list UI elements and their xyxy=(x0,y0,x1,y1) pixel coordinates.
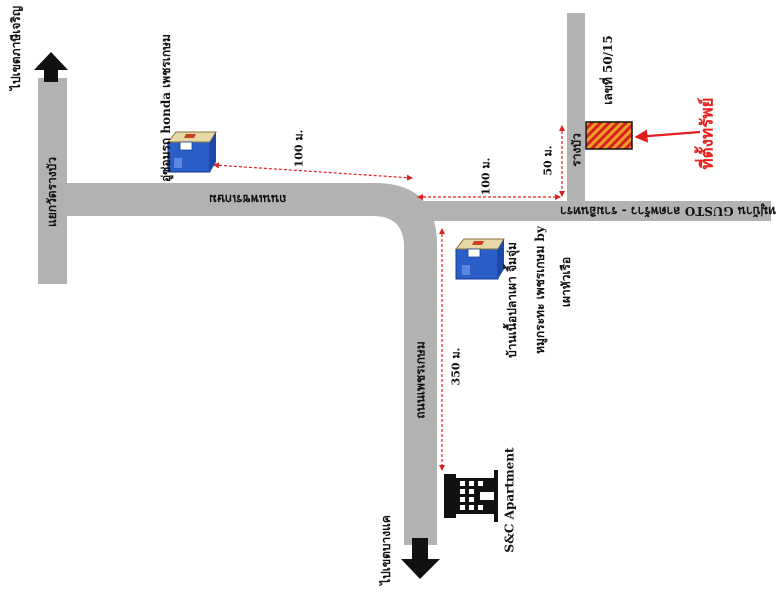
house-icon xyxy=(166,131,217,173)
road-rang-bua-lane xyxy=(567,13,585,207)
label-restaurant-line1: บ้านเนื้อปลาเผา จิ้มจุ่ม xyxy=(504,242,519,358)
label-honda-service: อู่ซ่อมรถ honda เพชรเกษม xyxy=(158,34,173,182)
road-petkasem-main xyxy=(38,183,437,545)
label-lane-gusto: หมู่บ้าน GUSTO ลาดพร้าว - รามอินทรา xyxy=(560,204,777,218)
label-target-location: ที่ตั้งทรัพย์ xyxy=(697,96,718,170)
label-plot-number: เลขที่ 50/15 xyxy=(600,35,615,105)
target-plot-marker xyxy=(585,121,633,150)
house-icon xyxy=(454,238,505,280)
label-restaurant-line2: หมูกระทะ เพชรเกษม by xyxy=(532,226,547,354)
label-road-petkasem-horizontal: ถนนเพชรเกษม xyxy=(208,192,286,206)
up-arrow-icon xyxy=(34,52,68,82)
down-arrow-icon xyxy=(401,538,440,579)
label-to-bang-khae: ไปเขตบางแค xyxy=(378,515,393,585)
dim-line-honda-corner xyxy=(213,162,413,181)
label-lane-rang-bua: รางบัว xyxy=(569,133,584,167)
target-pointer-arrow xyxy=(634,129,701,143)
distance-corner-apartment: 350 ม. xyxy=(449,347,463,385)
label-restaurant-line3: เผาหัวเรือ xyxy=(559,256,574,308)
label-junction-wat-rang-bua: แยกวัดรางบัว xyxy=(44,157,59,227)
road-left-vertical xyxy=(38,78,67,284)
road-gusto-lane xyxy=(410,201,771,221)
distance-lane-plot: 50 ม. xyxy=(541,144,555,176)
apartment-building-icon xyxy=(444,470,498,522)
distance-honda-corner: 100 ม. xyxy=(292,129,306,167)
label-road-petkasem-vertical: ถนนเพชรเกษม xyxy=(413,341,428,419)
label-to-chaeng-mai: ไปเขตภาษีเจริญ xyxy=(9,5,24,91)
label-sc-apartment: S&C Apartment xyxy=(502,447,517,553)
distance-corner-lane: 100 ม. xyxy=(479,157,493,195)
